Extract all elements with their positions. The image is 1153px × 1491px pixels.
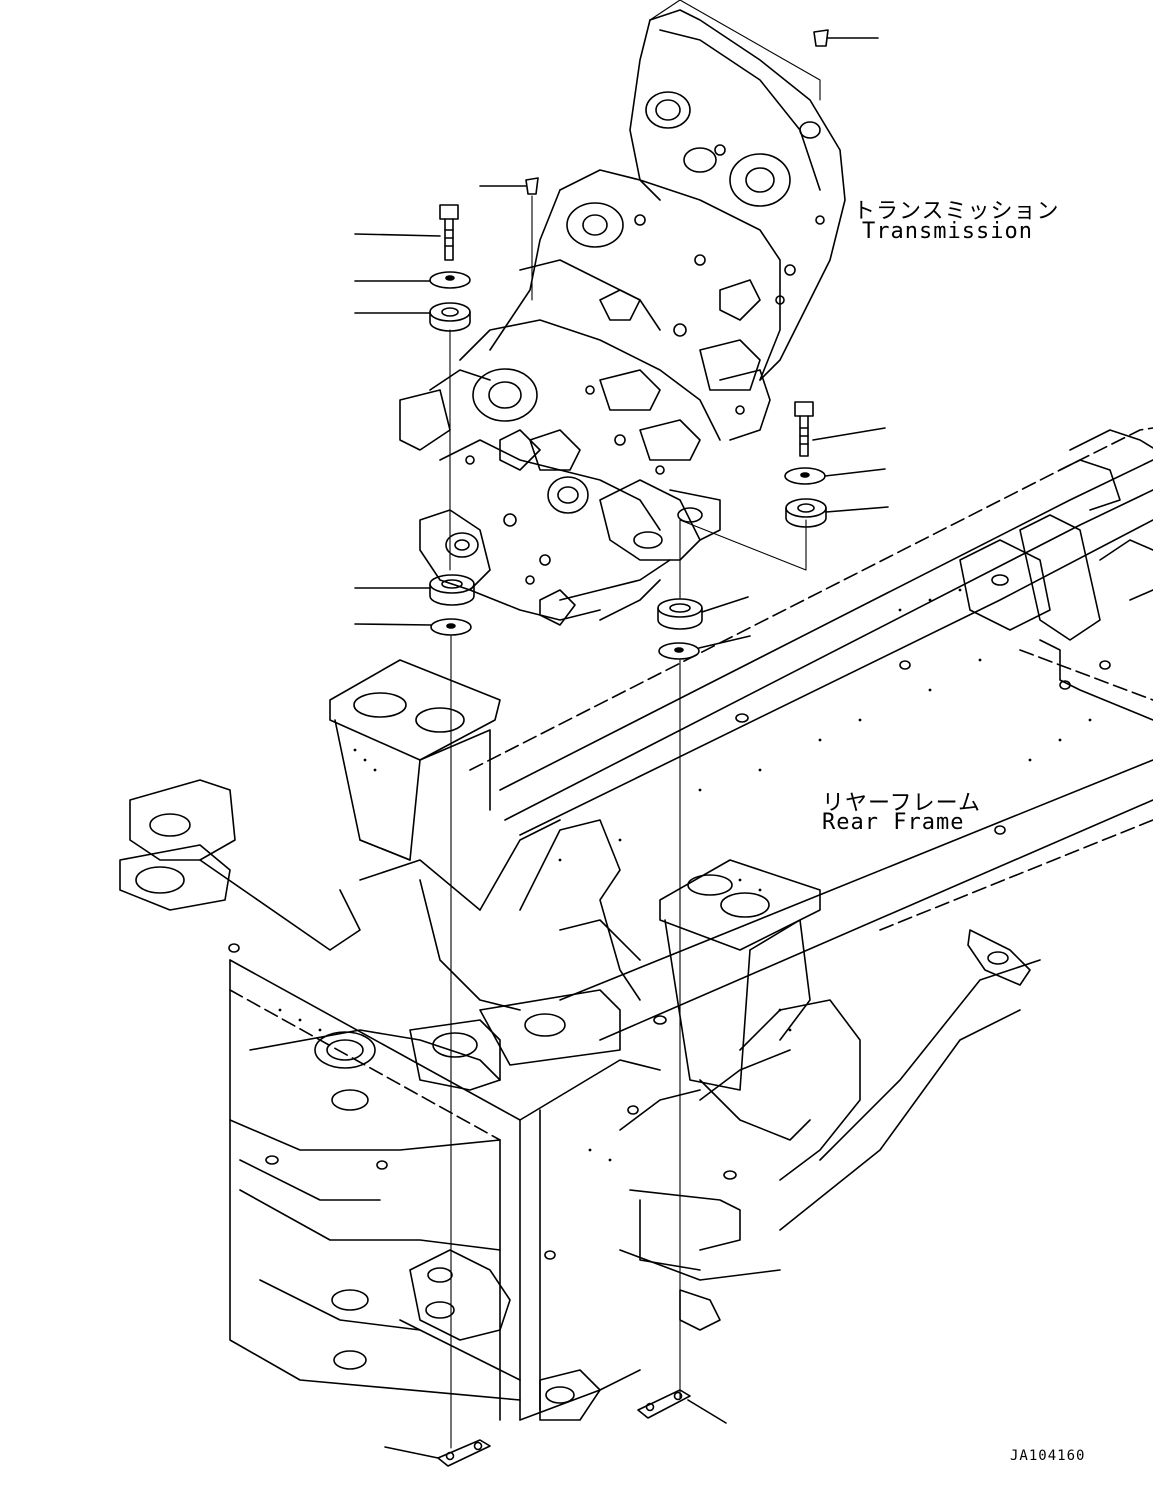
rear-frame	[119, 427, 1153, 1421]
mount-right-bottom	[657, 596, 749, 630]
mount-left-bottom	[354, 574, 475, 606]
mount-left-top	[354, 302, 471, 332]
mount-right-top	[785, 498, 889, 528]
transmission-label-en: Transmission	[862, 219, 1033, 244]
plug-upper-right	[813, 29, 829, 47]
assembly-center-lines	[449, 0, 821, 1449]
plug-center	[525, 177, 539, 195]
transmission-assembly	[399, 9, 846, 626]
washer-right-bottom	[658, 635, 751, 660]
bolt-right-top	[794, 401, 886, 457]
washer-left-top	[354, 271, 471, 289]
transmission-label-jp: トランスミッション	[853, 199, 1060, 224]
washer-left-bottom	[354, 618, 472, 636]
drawing-reference-code: JA104160	[1010, 1448, 1086, 1464]
rear-frame-label-jp: リヤーフレーム	[822, 791, 982, 816]
mounting-hardware	[354, 29, 889, 1467]
washer-right-top	[784, 467, 886, 485]
plate-bottom-right	[637, 1389, 727, 1424]
bolt-left-top	[354, 204, 459, 261]
rear-frame-label-en: Rear Frame	[822, 810, 965, 835]
plate-bottom-left	[384, 1439, 491, 1467]
